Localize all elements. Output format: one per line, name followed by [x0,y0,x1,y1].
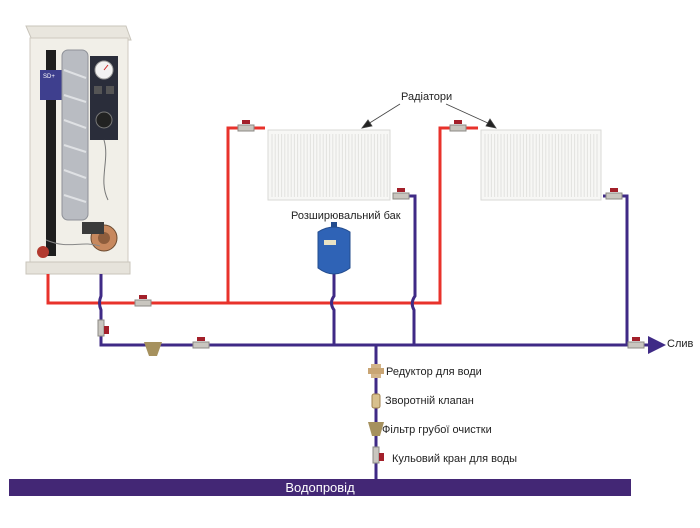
heat-exchanger [61,49,89,221]
pressure-reducer-label: Редуктор для води [386,366,482,378]
expansion-tank-label: Розширювальний бак [291,210,401,222]
ball-valve-label: Кульовий кран для воды [392,453,518,465]
check-valve-label: Зворотній клапан [385,395,474,407]
radiator-1 [267,129,391,201]
ball-valve-icon [97,319,109,337]
ball-valve-icon [449,120,467,132]
drain-arrow [648,336,666,354]
safety-valve [37,246,49,258]
y-filter-icon [144,342,162,356]
pressure-reducer-icon [368,364,384,378]
boiler-panel-badge-text: SD+ [43,74,55,80]
thermostat-knob [95,111,113,129]
coarse-filter-icon [368,422,384,436]
electric-boiler: SD+ [25,25,132,275]
ball-valve-icon [237,120,255,132]
ball-valve-icon [392,188,410,200]
coarse-filter-label: Фільтр грубої очистки [382,424,492,436]
water-main-bar: Водопровід [9,479,631,496]
ball-valve-icon [134,295,152,307]
boiler-panel-badge [40,70,62,100]
radiator-2 [480,129,602,201]
radiators-label: Радіатори [401,91,453,103]
expansion-tank [317,222,351,275]
radiators-pointer-arrows [361,103,497,129]
return-pipes [98,194,648,480]
ball-valve-icon [627,337,645,349]
ball-valve-icon [372,446,384,464]
drain-label: Слив [667,338,694,350]
ball-valve-icon [192,337,210,349]
check-valve-icon [371,393,381,409]
ball-valve-icon [605,188,623,200]
